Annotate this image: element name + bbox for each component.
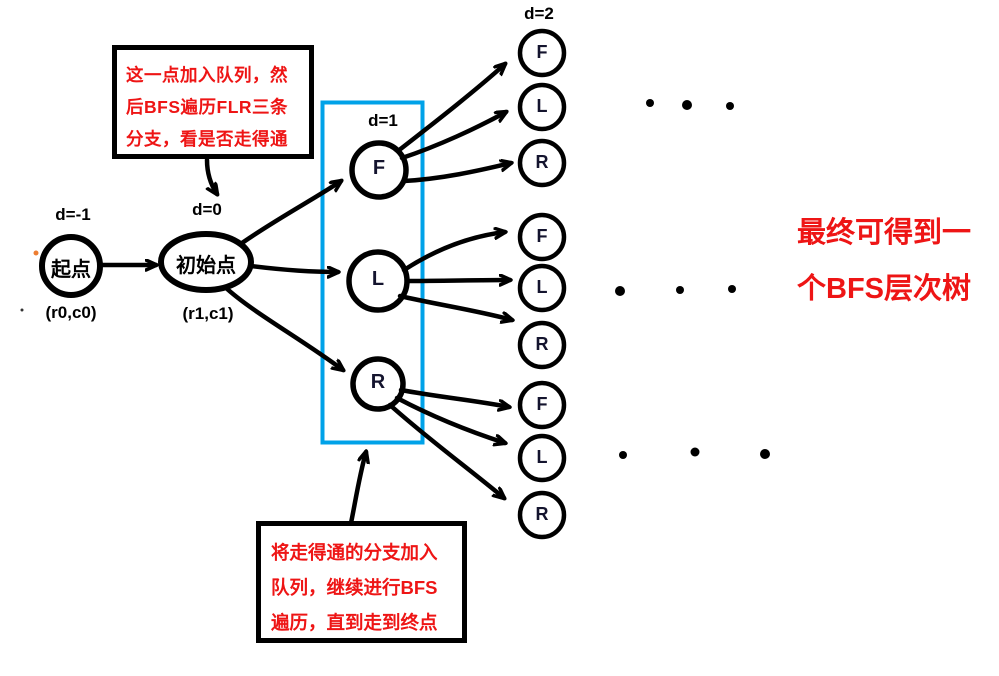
depth-label-start: d=-1 [55, 205, 91, 224]
node-LF-circle [517, 212, 567, 262]
right-note: 最终可得到一 个BFS层次树 [797, 205, 997, 317]
top-annotation-line: 后BFS遍历FLR三条 [126, 97, 289, 117]
right-note-line: 最终可得到一 [797, 217, 972, 249]
node-RL-circle [517, 433, 567, 483]
node-FR-circle [517, 138, 567, 188]
node-LF-label: F [536, 226, 548, 246]
depth-label-initial: d=0 [192, 200, 222, 219]
ellipsis-dots-top [646, 99, 734, 110]
node-F-circle [349, 140, 409, 200]
depth-label-level2: d=2 [524, 4, 554, 23]
initial-node-ellipse [158, 231, 254, 293]
node-RF-label: F [536, 394, 548, 414]
arrow-initial-to-L [248, 263, 338, 272]
node-FL-label: L [536, 96, 548, 116]
ellipsis-dots-middle [615, 285, 736, 296]
arrow-F-to-FF [395, 64, 505, 154]
bottom-annotation-line: 队列，继续进行BFS [271, 577, 438, 598]
node-LL-circle [517, 263, 567, 313]
arrow-initial-to-F [239, 181, 341, 246]
depth-label-level1: d=1 [368, 111, 398, 130]
node-RR-circle [517, 490, 567, 540]
bottom-annotation-line: 遍历，直到走到终点 [271, 612, 438, 633]
node-R-circle [350, 356, 406, 412]
bottom-annotation-box: 将走得通的分支加入 队列，继续进行BFS 遍历，直到走到终点 [256, 521, 467, 643]
arrow-F-to-FL [399, 109, 506, 161]
arrow-R-to-RL [394, 395, 505, 443]
stray-orange-dot [33, 250, 39, 256]
node-LR-circle [517, 320, 567, 370]
node-RL-label: L [536, 447, 548, 467]
initial-node-label: 初始点 [176, 255, 236, 277]
bottom-annotation-line: 将走得通的分支加入 [271, 542, 438, 563]
arrow-bottomnote-to-frontier [348, 452, 366, 526]
arrow-F-to-FR [401, 163, 511, 184]
node-FL-circle [517, 82, 567, 132]
arrow-L-to-LR [397, 293, 512, 320]
top-annotation-line: 这一点加入队列，然 [126, 65, 288, 85]
node-FF-label: F [536, 42, 548, 62]
top-annotation-box: 这一点加入队列，然 后BFS遍历FLR三条 分支，看是否走得通 [112, 45, 314, 159]
arrow-initial-to-R [222, 284, 343, 370]
node-FF-circle [517, 28, 567, 78]
arrow-R-to-RF [398, 387, 509, 407]
top-annotation-line: 分支，看是否走得通 [126, 129, 288, 149]
node-FR-label: R [535, 152, 549, 172]
node-R-label: R [370, 371, 386, 393]
node-LL-label: L [536, 277, 548, 297]
start-node-label: 起点 [51, 259, 91, 281]
arrow-topnote-to-initial [204, 157, 217, 194]
node-RR-label: R [535, 504, 549, 524]
stray-black-speck [20, 308, 24, 312]
arrow-R-to-RR [387, 402, 504, 498]
arrow-L-to-LF [401, 232, 505, 273]
start-node-coord: (r0,c0) [45, 303, 97, 322]
node-L-label: L [371, 268, 385, 290]
node-LR-label: R [535, 334, 549, 354]
node-F-label: F [372, 157, 386, 179]
arrow-L-to-LL [404, 280, 510, 281]
right-note-line: 个BFS层次树 [797, 273, 972, 305]
node-RF-circle [517, 380, 567, 430]
initial-node-coord: (r1,c1) [182, 304, 234, 323]
ellipsis-dots-bottom [619, 447, 770, 459]
